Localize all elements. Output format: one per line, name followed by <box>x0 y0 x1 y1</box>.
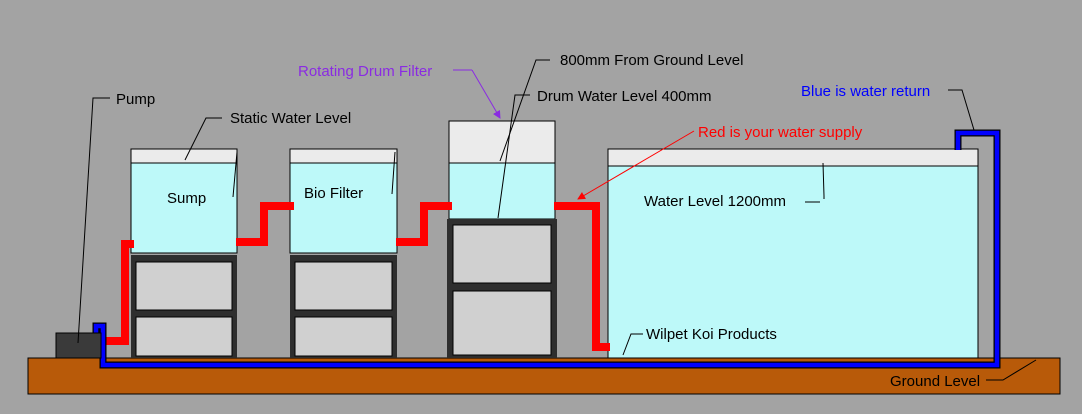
pipe-sump-to-bio <box>236 202 294 246</box>
label-static-water-level: Static Water Level <box>230 110 351 127</box>
label-red-supply: Red is your water supply <box>698 124 863 141</box>
sump-unit <box>130 148 238 358</box>
label-drum-water-level: Drum Water Level 400mm <box>537 88 712 105</box>
label-bio-filter: Bio Filter <box>304 185 363 202</box>
label-brand: Wilpet Koi Products <box>646 326 777 343</box>
drum-filter-unit <box>447 120 557 358</box>
label-sump: Sump <box>167 190 206 207</box>
label-800mm-from-ground: 800mm From Ground Level <box>560 52 743 69</box>
pond-unit <box>607 148 979 359</box>
label-pond-water-level: Water Level 1200mm <box>644 193 786 210</box>
label-blue-return: Blue is water return <box>801 83 930 100</box>
pipe-bio-to-drum <box>396 202 452 246</box>
pipe-drum-to-pond <box>554 202 610 351</box>
leader-lines <box>77 59 1037 381</box>
pipe-pump-to-sump <box>102 240 134 345</box>
bio-filter-unit <box>289 148 398 358</box>
label-ground-level: Ground Level <box>890 373 980 390</box>
supply-pipes <box>102 202 610 351</box>
label-pump: Pump <box>116 91 155 108</box>
label-rotating-drum-filter: Rotating Drum Filter <box>298 63 432 80</box>
